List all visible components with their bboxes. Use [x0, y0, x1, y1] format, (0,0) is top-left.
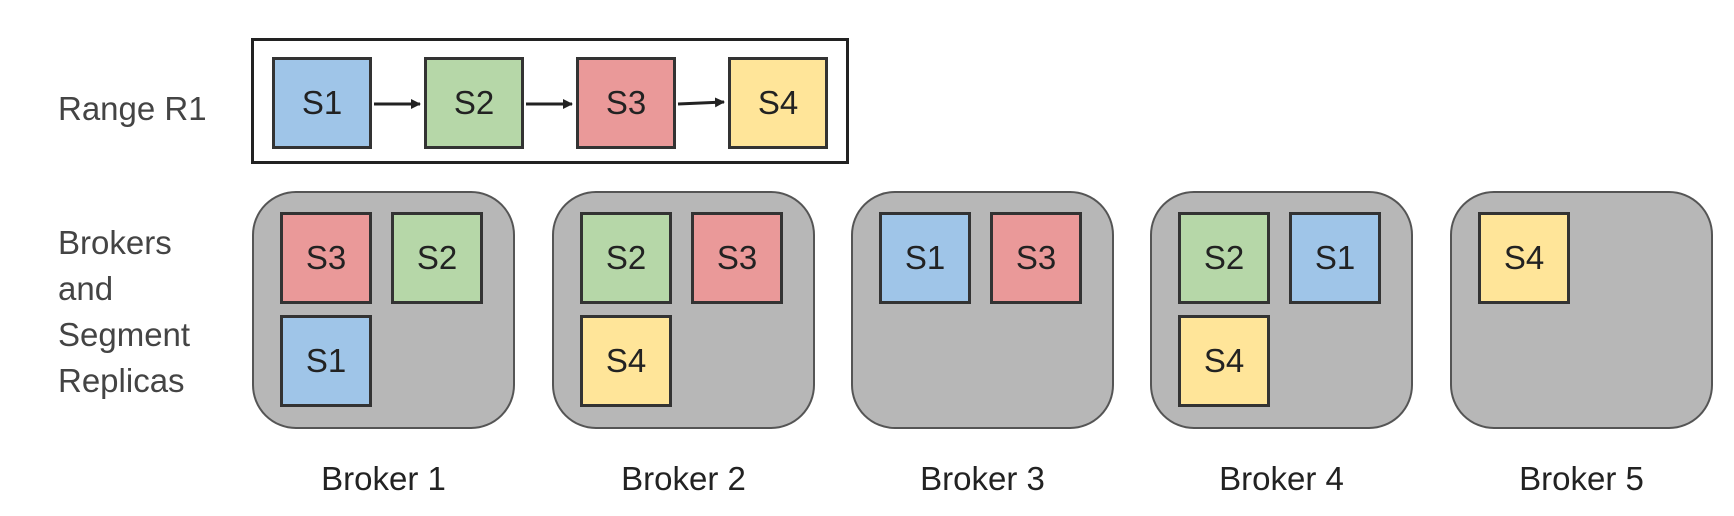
brokers-label: Brokers and Segment Replicas — [58, 220, 238, 404]
broker-2-name: Broker 2 — [621, 460, 746, 497]
brokers-label-line: Brokers — [58, 224, 172, 261]
range-segment-s2: S2 — [424, 57, 524, 149]
brokers-label-line: and — [58, 270, 114, 307]
broker-4-replica-s4: S4 — [1178, 315, 1270, 407]
broker-4-replica-s1: S1 — [1289, 212, 1381, 304]
broker-1-replica-s1: S1 — [280, 315, 372, 407]
broker-3-name: Broker 3 — [920, 460, 1045, 497]
broker-5-replica-s4: S4 — [1478, 212, 1570, 304]
broker-3-replica-s3: S3 — [990, 212, 1082, 304]
broker-3-replica-s1: S1 — [879, 212, 971, 304]
broker-2-replica-s2: S2 — [580, 212, 672, 304]
range-segment-s1: S1 — [272, 57, 372, 149]
broker-2-replica-s4: S4 — [580, 315, 672, 407]
broker-1-replica-s2: S2 — [391, 212, 483, 304]
broker-1-replica-s3: S3 — [280, 212, 372, 304]
brokers-label-line: Segment — [58, 316, 191, 353]
broker-4-replica-s2: S2 — [1178, 212, 1270, 304]
range-label: Range R1 — [58, 90, 207, 127]
broker-1-name: Broker 1 — [321, 460, 446, 497]
range-segment-s4: S4 — [728, 57, 828, 149]
broker-2-replica-s3: S3 — [691, 212, 783, 304]
broker-5-name: Broker 5 — [1519, 460, 1644, 497]
brokers-label-line: Replicas — [58, 362, 185, 399]
broker-4-name: Broker 4 — [1219, 460, 1344, 497]
range-segment-s3: S3 — [576, 57, 676, 149]
